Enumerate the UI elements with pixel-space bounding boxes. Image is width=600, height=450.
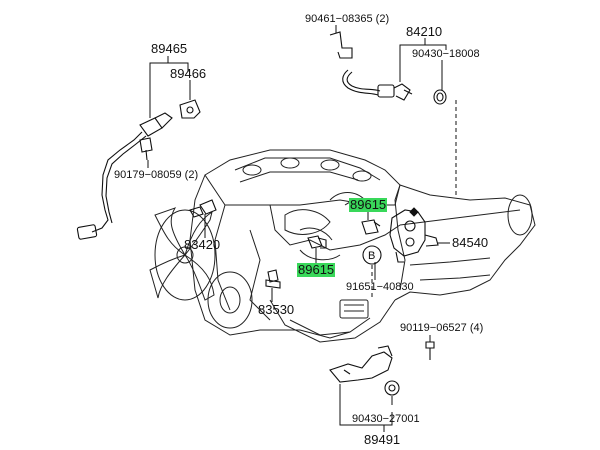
sensor-89491 <box>329 345 400 396</box>
oxygen-sensor-89465 <box>76 112 173 240</box>
part-labels: 89465 89466 90179−08059 (2) 90461−08365 … <box>114 13 488 447</box>
reference-circle-b <box>362 245 382 265</box>
bolt-90179 <box>139 137 153 161</box>
label-89466: 89466 <box>170 66 206 81</box>
sensor-83530 <box>265 269 281 289</box>
label-91651-40830: 91651−40830 <box>346 281 414 293</box>
leader-lines <box>147 25 457 432</box>
cooling-fan-illustration <box>149 207 253 329</box>
label-89491: 89491 <box>364 432 400 447</box>
sensor-83420 <box>189 199 217 218</box>
highlight-89615-upper <box>349 198 387 212</box>
label-83530: 83530 <box>258 302 294 317</box>
label-reference-b: B <box>368 250 375 262</box>
gasket-89466 <box>179 99 201 119</box>
speed-sensor-84540 <box>389 207 439 263</box>
sensor-89615-lower <box>307 235 327 249</box>
transmission-illustration <box>394 184 536 301</box>
label-89615-upper: 89615 <box>350 197 386 212</box>
label-90461-08365: 90461−08365 (2) <box>305 13 389 25</box>
label-90179-08059: 90179−08059 (2) <box>114 169 198 181</box>
bolt-90119 <box>425 341 435 360</box>
label-90119-06527: 90119−06527 (4) <box>400 322 483 334</box>
label-89615-lower: 89615 <box>298 262 334 277</box>
highlight-89615-lower <box>297 263 335 277</box>
sensor-89615-upper <box>361 219 381 235</box>
label-90430-27001: 90430−27001 <box>352 413 420 425</box>
label-84540: 84540 <box>452 235 488 250</box>
label-90430-18008: 90430−18008 <box>412 48 480 60</box>
label-83420: 83420 <box>184 237 220 252</box>
label-89465: 89465 <box>151 41 187 56</box>
oring-90430-18008 <box>433 89 447 105</box>
engine-block-illustration <box>149 149 536 343</box>
label-84210: 84210 <box>406 24 442 39</box>
sensor-harness-84210 <box>329 31 413 101</box>
